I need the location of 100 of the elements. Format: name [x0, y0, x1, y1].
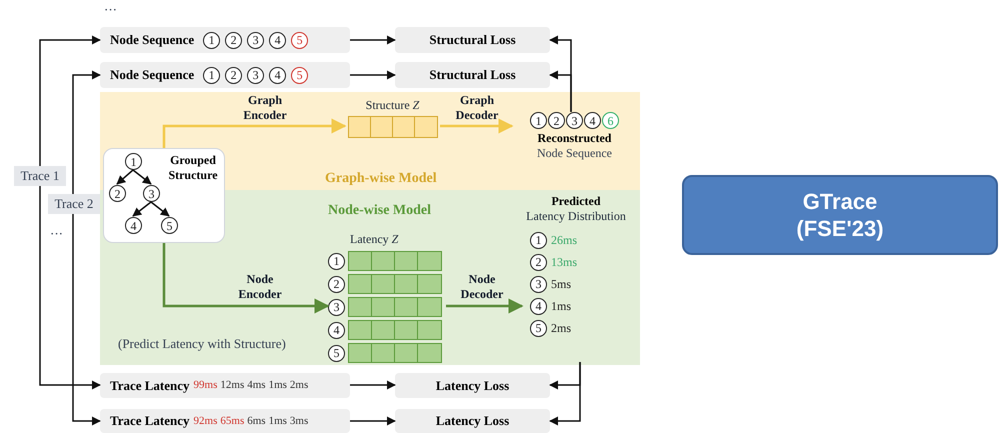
- arrow: [39, 186, 101, 390]
- latency-value: 1ms: [268, 378, 287, 394]
- edge-label: Node Decoder: [460, 272, 504, 302]
- loss-box: [395, 373, 550, 398]
- circled-number: 5: [291, 32, 308, 48]
- circled-number: 6: [602, 112, 619, 129]
- method-box: [682, 175, 998, 255]
- circled-number: 5: [291, 66, 308, 84]
- arrow: [162, 243, 330, 314]
- arrow: [72, 70, 101, 194]
- circled-number: 3: [247, 66, 264, 84]
- circled-number: 3: [530, 276, 547, 292]
- arrow: [440, 118, 514, 134]
- arrow: [549, 70, 572, 112]
- circled-number: 1: [530, 112, 547, 129]
- arrow: [350, 380, 396, 390]
- loss-title: Latency Loss: [436, 376, 510, 395]
- arrow: [350, 70, 396, 80]
- method-title: GTrace (FSE'23): [795, 188, 885, 242]
- circled-number: 2: [548, 112, 565, 129]
- loss-box: [395, 409, 550, 433]
- row-title: Trace Latency: [110, 376, 190, 395]
- sequence-bar: [100, 27, 350, 53]
- circled-number: 1: [125, 153, 142, 170]
- block-subtitle: Latency Distribution: [525, 209, 627, 224]
- circled-number: 3: [247, 32, 264, 48]
- circled-number: 3: [328, 298, 345, 316]
- row-title: Node Sequence: [110, 66, 194, 84]
- loss-title: Structural Loss: [429, 31, 516, 50]
- circled-number: 4: [584, 112, 601, 129]
- block-title: Structure Z: [366, 97, 420, 114]
- arrow: [350, 36, 396, 44]
- latency-value: 2ms: [551, 320, 572, 337]
- trace-tag: [48, 194, 100, 214]
- ellipsis-mark: ···: [50, 225, 63, 243]
- ellipsis-mark: ···: [104, 1, 117, 19]
- circled-number: 2: [225, 66, 242, 84]
- loss-box: [395, 62, 550, 88]
- arrow: [116, 169, 134, 185]
- arrow: [350, 416, 396, 426]
- trace-tag: [14, 166, 66, 186]
- circled-number: 2: [109, 185, 126, 202]
- circled-number: 5: [328, 344, 345, 362]
- note-text: (Predict Latency with Structure): [118, 335, 286, 353]
- model-band: [228, 92, 640, 190]
- circled-number: 4: [530, 298, 547, 314]
- arrow: [39, 36, 101, 166]
- latency-value: 99ms: [194, 378, 218, 394]
- arrow: [132, 201, 152, 217]
- box-title: Grouped Structure: [167, 153, 219, 183]
- circled-number: 4: [328, 322, 345, 338]
- latency-value: 1ms: [551, 298, 572, 315]
- circled-number: 3: [566, 112, 583, 129]
- band-title: Node-wise Model: [328, 202, 432, 220]
- block-title: Predicted: [550, 194, 602, 209]
- circled-number: 4: [269, 32, 286, 48]
- edge-label: Node Encoder: [237, 272, 283, 302]
- latency-bar: [100, 373, 350, 398]
- block-subtitle: Node Sequence: [537, 146, 612, 161]
- circled-number: 1: [328, 252, 345, 270]
- latency-value: 26ms: [551, 232, 578, 249]
- circled-number: 1: [530, 232, 547, 248]
- latency-value: 5ms: [551, 276, 572, 293]
- circled-number: 2: [530, 254, 547, 270]
- edge-label: Graph Decoder: [454, 93, 500, 123]
- loss-title: Latency Loss: [436, 412, 510, 430]
- latency-value: 2ms: [290, 378, 308, 394]
- row-title: Trace Latency: [110, 412, 190, 430]
- circled-number: 4: [269, 66, 286, 84]
- latency-value: 12ms: [220, 378, 244, 394]
- structure-card: [103, 148, 225, 243]
- circled-number: 3: [143, 185, 160, 202]
- band-title: Graph-wise Model: [325, 170, 437, 188]
- circled-number: 2: [225, 32, 242, 48]
- latency-value: 13ms: [551, 254, 578, 271]
- latency-value: 92ms: [194, 414, 218, 429]
- latency-value: 3ms: [290, 414, 308, 429]
- arrow: [150, 201, 170, 217]
- loss-title: Structural Loss: [429, 66, 516, 84]
- edge-label: Graph Encoder: [242, 93, 288, 123]
- trace-label: Trace 2: [54, 195, 94, 214]
- arrow: [446, 298, 524, 314]
- latency-value: 1ms: [268, 414, 287, 429]
- block-title: Latency Z: [350, 231, 400, 248]
- row-title: Node Sequence: [110, 31, 194, 50]
- circled-number: 5: [161, 217, 178, 234]
- latency-value: 4ms: [247, 378, 266, 394]
- latency-value: 65ms: [220, 414, 244, 429]
- trace-label: Trace 1: [20, 167, 60, 186]
- sequence-bar: [100, 62, 350, 88]
- latency-value: 6ms: [247, 414, 266, 429]
- circled-number: 5: [530, 320, 547, 336]
- latency-bar: [100, 409, 350, 433]
- arrow: [549, 362, 581, 426]
- arrow: [132, 169, 152, 185]
- arrow: [72, 214, 101, 426]
- circled-number: 1: [203, 32, 220, 48]
- arrow: [162, 118, 346, 148]
- block-title: Reconstructed: [538, 131, 612, 146]
- circled-number: 1: [203, 66, 220, 84]
